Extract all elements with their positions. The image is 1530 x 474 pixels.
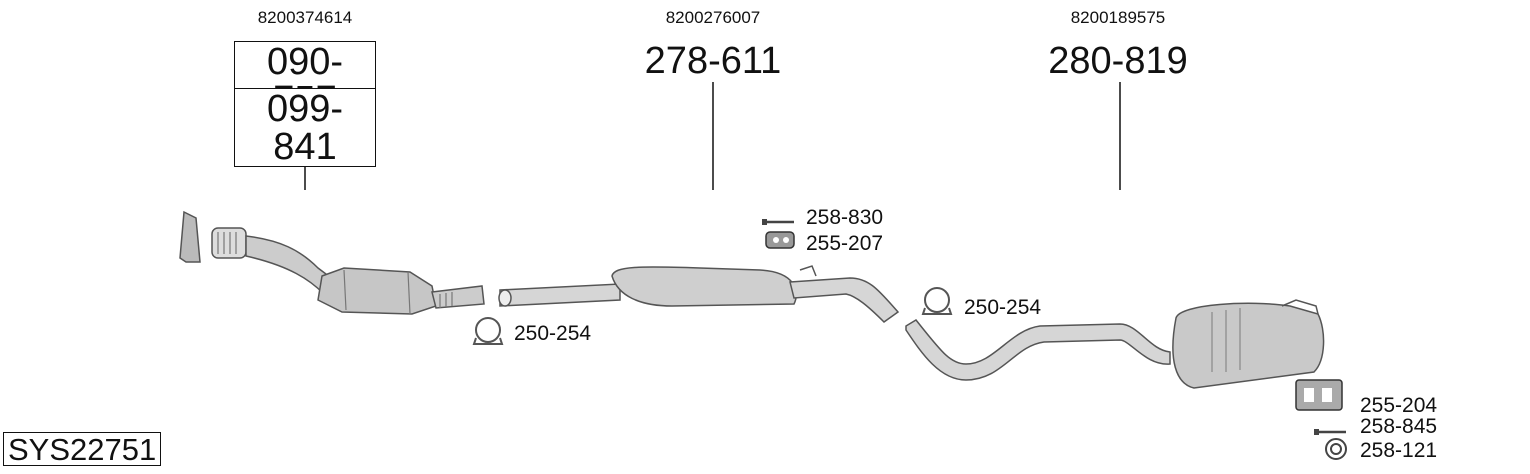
- middle-silencer: [498, 265, 900, 323]
- rubber-mount-icon: [765, 231, 795, 249]
- rear-silencer: [905, 299, 1325, 389]
- clamp-icon: [921, 287, 953, 315]
- oem-number: 8200374614: [257, 8, 353, 27]
- system-code: SYS22751: [3, 432, 162, 466]
- clamp-label: 250-254: [964, 296, 1042, 319]
- oem-number: 8200189575: [1070, 8, 1166, 27]
- rubber-mount-label: 255-207: [806, 232, 884, 255]
- bolt-label: 258-830: [806, 206, 884, 229]
- part-number: 278-611: [644, 40, 782, 82]
- clamp-icon: [472, 317, 504, 345]
- part-number: 280-819: [1048, 40, 1188, 82]
- ring-icon: [1325, 438, 1347, 460]
- bolt-icon: [762, 219, 794, 225]
- bolt-label: 258-845: [1360, 415, 1438, 438]
- ring-label: 258-121: [1360, 439, 1438, 462]
- rubber-mount-label: 255-204: [1360, 394, 1438, 417]
- bolt-icon: [1314, 429, 1346, 435]
- oem-number: 8200276007: [665, 8, 761, 27]
- part-number-box: 099-841: [234, 88, 376, 167]
- rubber-mount-icon: [1295, 379, 1343, 411]
- clamp-label: 250-254: [514, 322, 592, 345]
- catalyst-assembly: [179, 210, 485, 315]
